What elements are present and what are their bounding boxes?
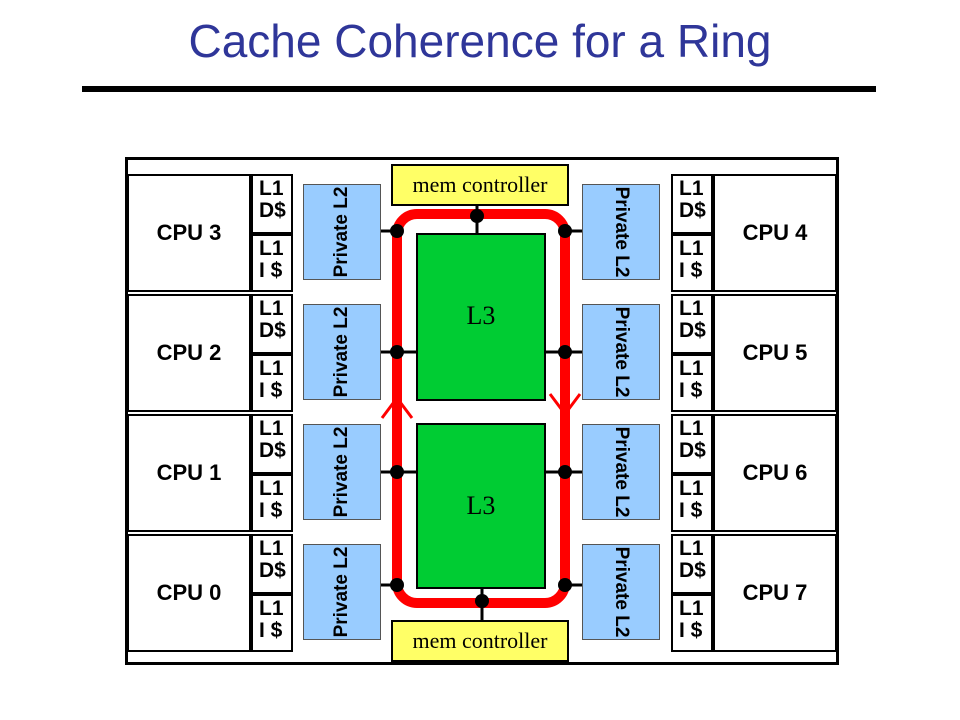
- ring-stop-cpu3: [390, 224, 404, 238]
- cpu-3: CPU 3: [127, 174, 251, 292]
- cpu-7: CPU 7: [713, 534, 837, 652]
- l3-bank-lower: L3: [416, 423, 546, 589]
- cpu-1: CPU 1: [127, 414, 251, 532]
- private-l2-cpu7: Private L2: [582, 544, 660, 640]
- cpu-2: CPU 2: [127, 294, 251, 412]
- cpu-4: CPU 4: [713, 174, 837, 292]
- ring-path: [392, 209, 570, 608]
- ring-arrow-up: [380, 395, 414, 419]
- private-l2-cpu0: Private L2: [303, 544, 381, 640]
- private-l2-cpu4: Private L2: [582, 184, 660, 280]
- ring-stop-cpu5: [558, 345, 572, 359]
- ring-stop-cpu2: [390, 345, 404, 359]
- cpu-5: CPU 5: [713, 294, 837, 412]
- ring-arrow-down: [548, 393, 582, 417]
- ring-stop-cpu7: [558, 578, 572, 592]
- private-l2-cpu3: Private L2: [303, 184, 381, 280]
- ring-stop-cpu0: [390, 578, 404, 592]
- mem-controller-top: mem controller: [391, 164, 569, 206]
- private-l2-cpu6: Private L2: [582, 424, 660, 520]
- l3-bank-upper: L3: [416, 233, 546, 401]
- cpu-6: CPU 6: [713, 414, 837, 532]
- cpu-0: CPU 0: [127, 534, 251, 652]
- private-l2-cpu1: Private L2: [303, 424, 381, 520]
- ring-stop-cpu1: [390, 465, 404, 479]
- ring-stop-cpu6: [558, 465, 572, 479]
- ring-stop-bottom: [475, 594, 489, 608]
- ring-stop-cpu4: [558, 224, 572, 238]
- private-l2-cpu5: Private L2: [582, 304, 660, 400]
- private-l2-cpu2: Private L2: [303, 304, 381, 400]
- mem-controller-bottom: mem controller: [391, 620, 569, 662]
- title-underline: [82, 86, 876, 92]
- slide-title: Cache Coherence for a Ring: [188, 15, 772, 67]
- ring-stop-top: [470, 209, 484, 223]
